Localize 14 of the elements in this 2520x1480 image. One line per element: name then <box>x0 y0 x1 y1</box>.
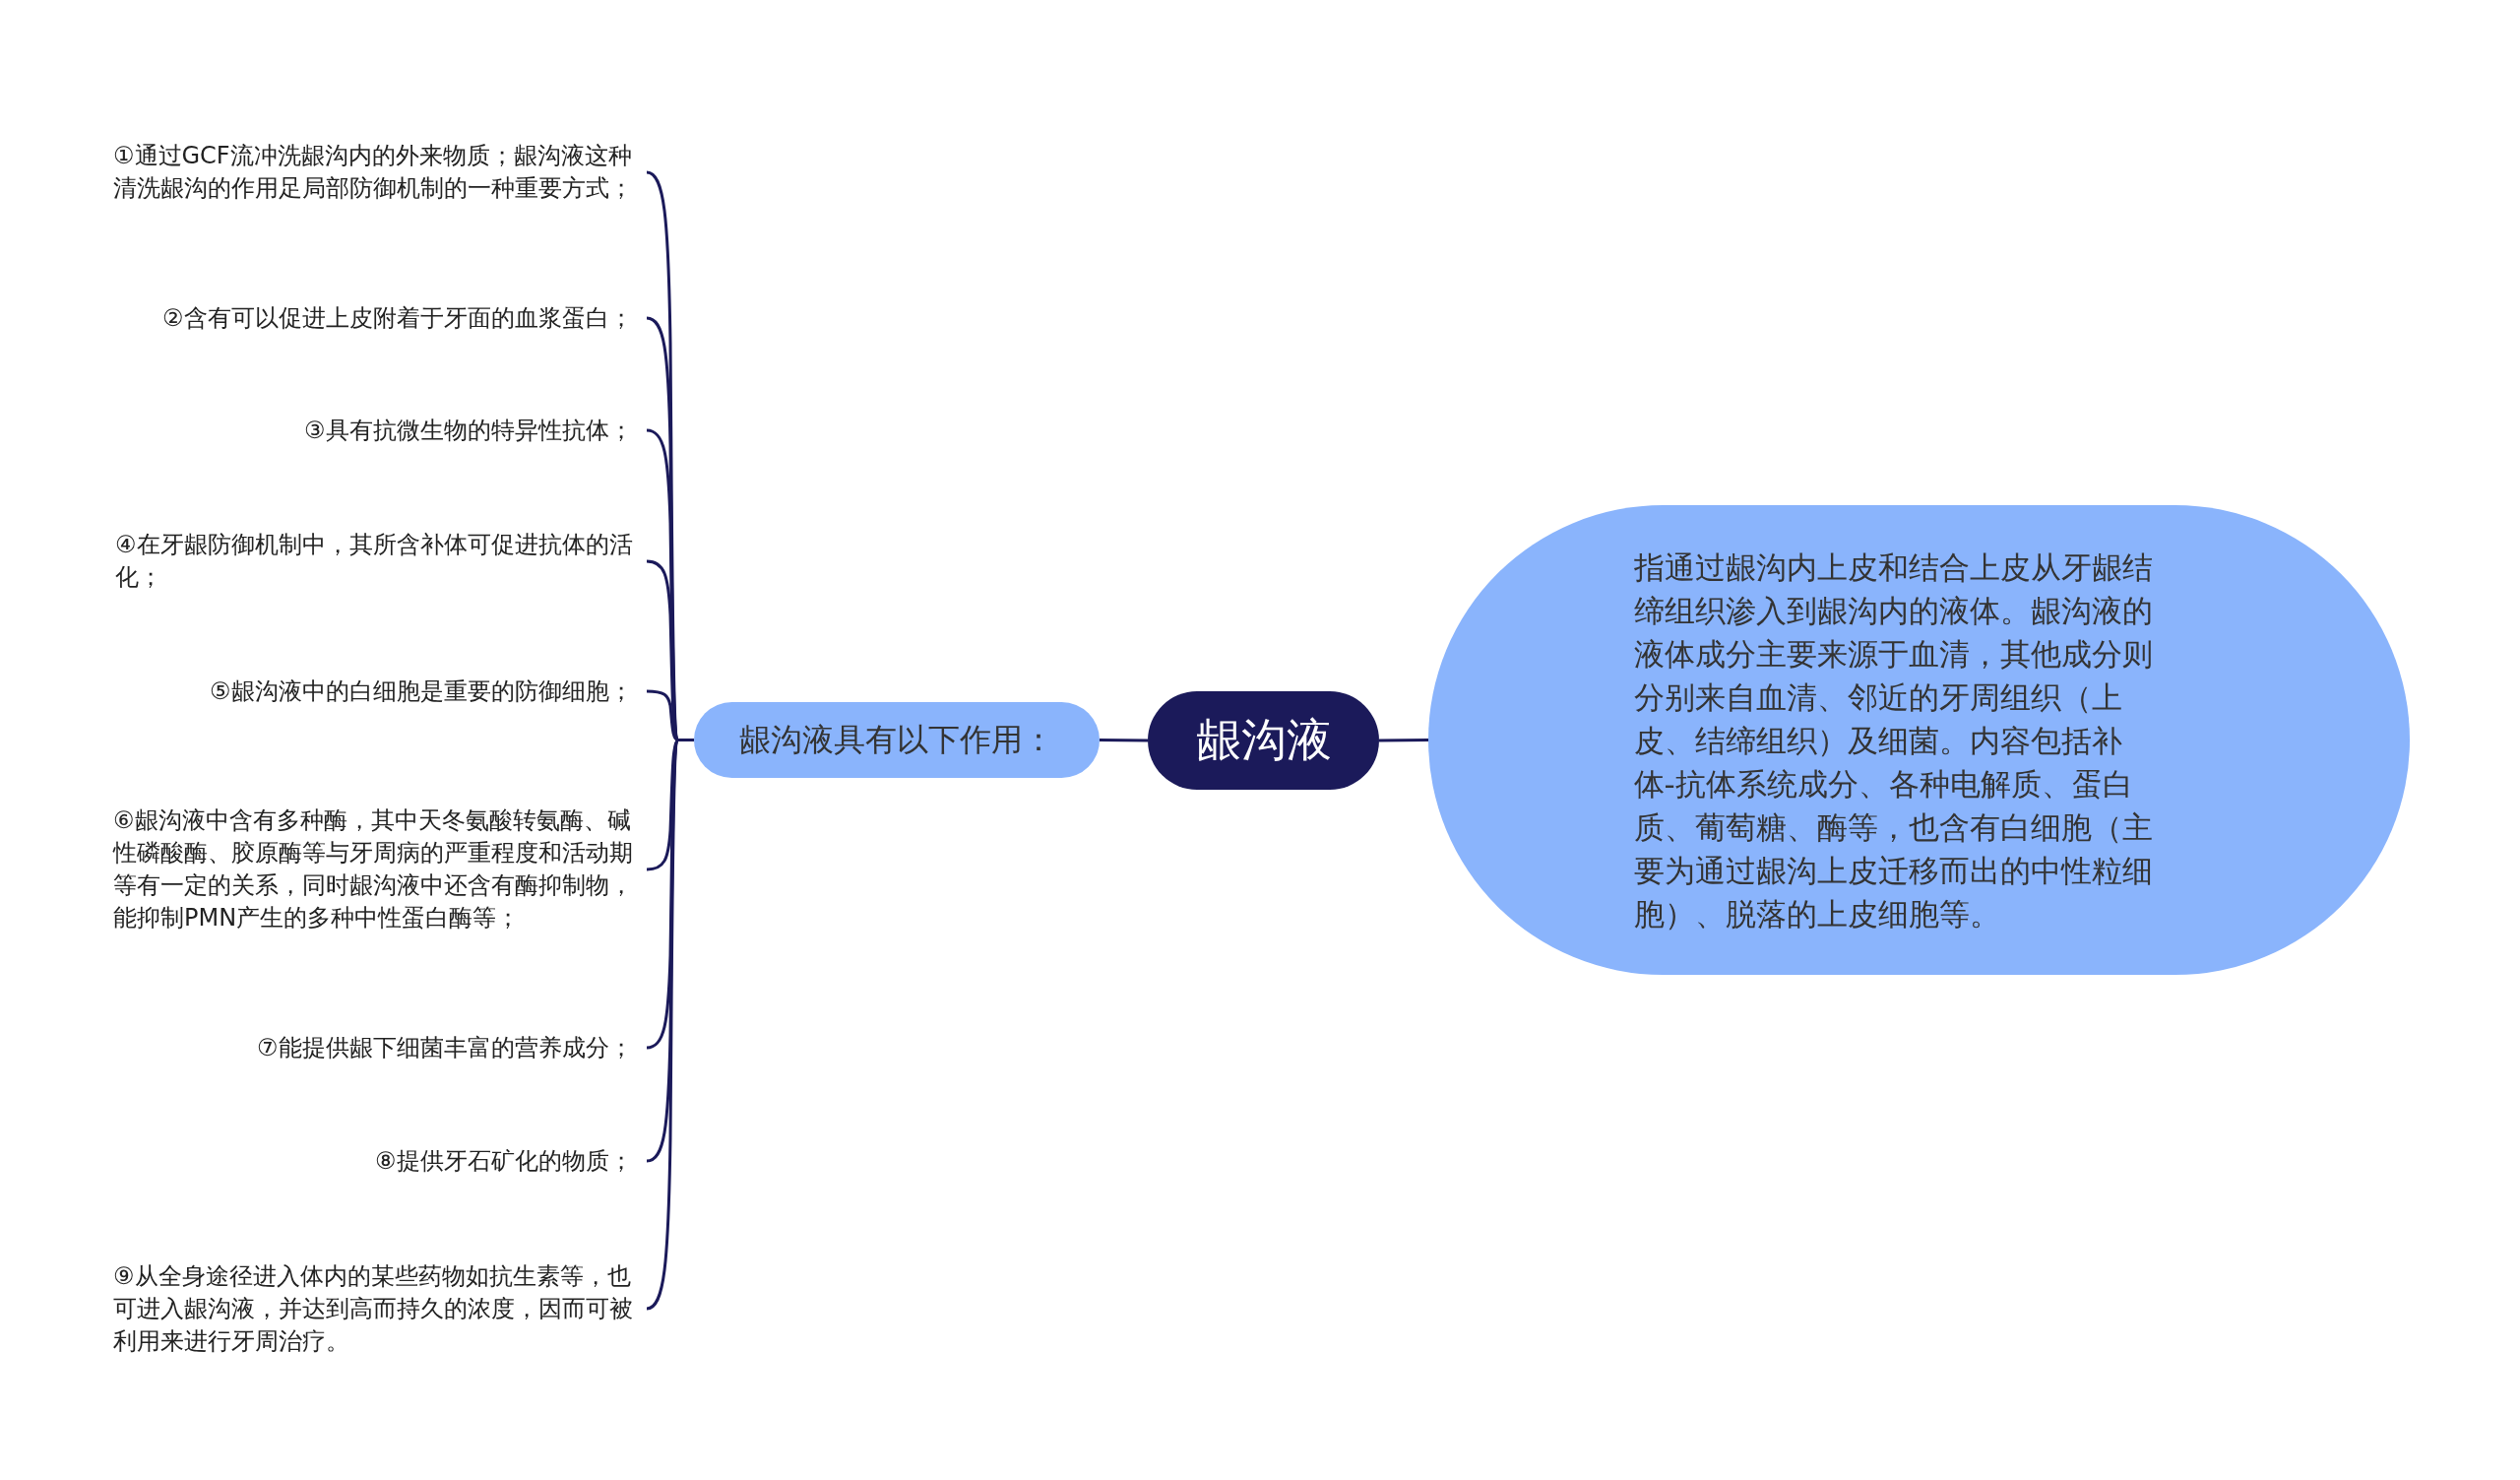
central-topic: 龈沟液 <box>1148 691 1379 790</box>
note-text: ⑧提供牙石矿化的物质； <box>375 1144 635 1178</box>
connector-line <box>1100 739 1148 742</box>
topic-box: 龈沟液具有以下作用： <box>694 702 1100 778</box>
note-text: ②含有可以促进上皮附着于牙面的血浆蛋白； <box>162 301 635 335</box>
note-text: ⑥龈沟液中含有多种酶，其中天冬氨酸转氨酶、碱性磷酸酶、胶原酶等与牙周病的严重程度和活动期等有一定的关系，同时龈沟液中还含有酶抑制物，能抑制PMN产生的多种中性蛋白酶等； <box>113 804 635 934</box>
note-text: ⑨从全身途径进入体内的某些药物如抗生素等，也可进入龈沟液，并达到高而持久的浓度，因而可被利用来进行牙周治疗。 <box>113 1259 635 1358</box>
note-text: ①通过GCF流冲洗龈沟内的外来物质；龈沟液这种清洗龈沟的作用足局部防御机制的一种重要方式； <box>113 140 635 205</box>
note-text: ③具有抗微生物的特异性抗体； <box>304 414 635 447</box>
note-text: ⑤龈沟液中的白细胞是重要的防御细胞； <box>210 675 635 708</box>
note-text: ⑦能提供龈下细菌丰富的营养成分； <box>257 1031 635 1064</box>
connector-line <box>1379 739 1428 742</box>
description-bubble: 指通过龈沟内上皮和结合上皮从牙龈结缔组织渗入到龈沟内的液体。龈沟液的液体成分主要来源于血清，其他成分则分别来自血清、邻近的牙周组织（上皮、结缔组织）及细菌。内容包括补体-抗体系统成分、各种电解质、蛋白质、葡萄糖、酶等，也含有白细胞（主要为通过龈沟上皮迁移而出的中性粒细胞）、脱落的上皮细胞等。 <box>1428 505 2410 975</box>
note-text: ④在牙龈防御机制中，其所含补体可促进抗体的活化； <box>115 529 635 594</box>
